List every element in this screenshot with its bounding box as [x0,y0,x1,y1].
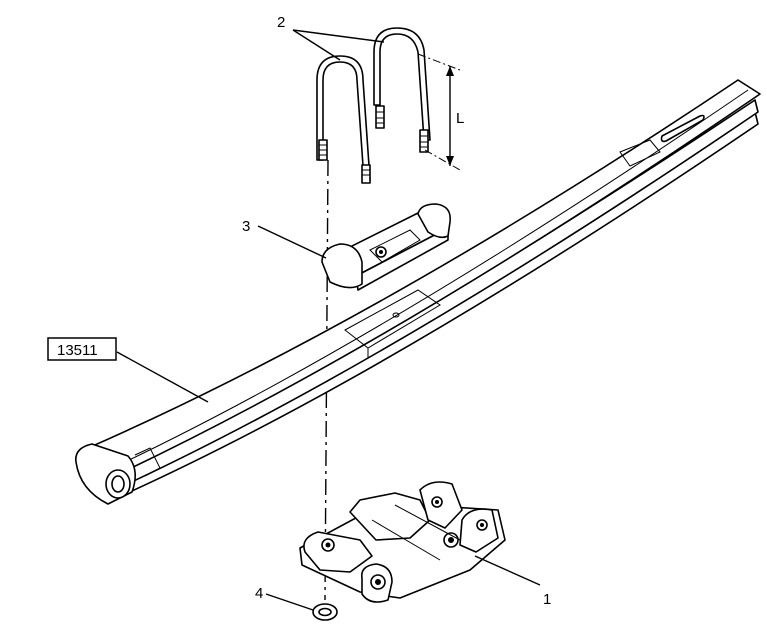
leader-13511 [116,351,209,403]
leader-1 [474,555,541,586]
callout-l: L [456,110,464,127]
callout-1: 1 [543,591,551,608]
callout-13511-box [47,337,117,361]
callout-4: 4 [255,585,263,602]
dimension-l [417,53,461,171]
leader-3 [257,225,327,259]
assembly-axis-line [324,159,329,601]
bump-stop [321,203,452,291]
spring-seat [299,481,506,603]
callout-3: 3 [242,218,250,235]
leaf-spring [75,79,761,505]
u-bolt-right [373,27,431,153]
leader-2b [292,29,385,43]
washer [312,603,338,621]
u-bolt-left [316,55,371,184]
leader-2a [292,29,341,61]
callout-13511: 13511 [57,342,98,359]
callout-2: 2 [277,14,285,31]
leader-4 [265,593,314,611]
